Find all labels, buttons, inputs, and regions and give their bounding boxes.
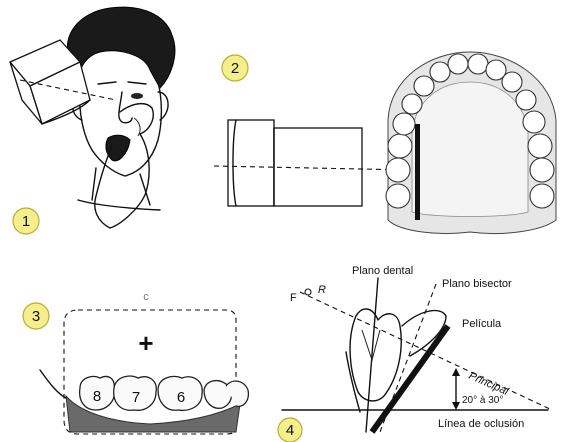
- patient-head-illustration: [66, 6, 176, 229]
- xray-tube-cone: [8, 39, 117, 125]
- dental-plane-line: [365, 277, 379, 433]
- panel-4: 4 F R Plano dental Plano bisector Pelícu…: [277, 265, 553, 442]
- label-plano-bisector: Plano bisector: [442, 278, 512, 290]
- svg-text:c: c: [143, 291, 149, 303]
- tooth-label-8: 8: [93, 388, 101, 405]
- dental-arch-illustration: [385, 51, 557, 234]
- label-linea-oclusion: Línea de oclusión: [438, 418, 524, 430]
- label-plano-dental: Plano dental: [352, 265, 413, 277]
- step-badge-2: 2: [221, 54, 249, 82]
- step-number-1: 1: [22, 213, 30, 230]
- panel-3: 3 + c 8 7 6: [22, 291, 250, 435]
- principal-ray: [299, 291, 553, 411]
- step-badge-3: 3: [22, 302, 50, 330]
- step-badge-4: 4: [277, 417, 303, 442]
- label-pelicula: Película: [462, 318, 502, 330]
- xray-tube-side: [213, 119, 411, 207]
- label-r: R: [318, 284, 326, 296]
- label-angle: 20° à 30°: [462, 395, 503, 406]
- panel-2: 2: [213, 51, 557, 234]
- step-badge-1: 1: [12, 207, 40, 235]
- tooth-label-6: 6: [177, 389, 185, 406]
- step-number-3: 3: [32, 308, 40, 325]
- tooth-label-7: 7: [132, 389, 140, 406]
- step-number-2: 2: [231, 60, 239, 77]
- film-plane: [369, 324, 451, 434]
- panel-1: 1: [8, 6, 176, 235]
- center-mark: +: [138, 328, 153, 358]
- label-principal: Principal: [467, 370, 511, 398]
- label-f: F: [290, 292, 297, 304]
- molar-row: [78, 375, 250, 412]
- incisor-tooth: [345, 308, 447, 413]
- film-bar: [415, 124, 420, 220]
- step-number-4: 4: [286, 422, 294, 439]
